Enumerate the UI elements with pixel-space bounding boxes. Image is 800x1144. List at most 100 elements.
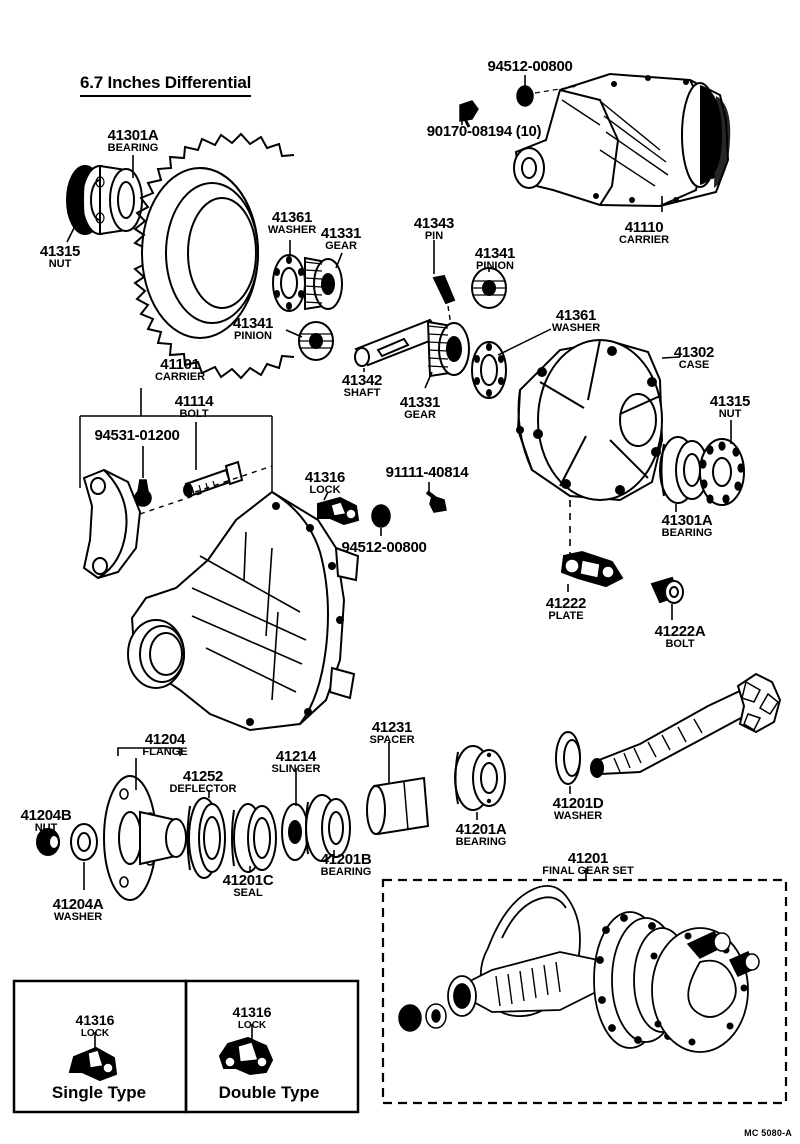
- figure-code: MC 5080-A: [744, 1128, 792, 1138]
- part-label-41341-left: 41341 PINION: [232, 315, 274, 342]
- part-name: NUT: [718, 408, 742, 420]
- part-label-41315-left: 41315 NUT: [39, 243, 81, 270]
- ring-gear-teeth-inset: [596, 914, 672, 1044]
- part-label-41201D: 41201D WASHER: [553, 796, 604, 822]
- part-name: PINION: [476, 260, 514, 272]
- side-gear-41331-bottom: [426, 320, 470, 378]
- part-name: BEARING: [455, 836, 507, 848]
- part-name: WASHER: [53, 911, 103, 923]
- part-label-41222: 41222 PLATE: [545, 595, 587, 622]
- washer-41361-right: [471, 341, 507, 399]
- part-label-41110: 41110 CARRIER: [619, 220, 669, 246]
- carrier-housing-41110: [513, 72, 731, 208]
- bearing-41201A: [454, 745, 506, 811]
- part-name: FINAL GEAR SET: [542, 865, 634, 877]
- slinger-41214: [281, 803, 309, 861]
- part-number: 41110: [624, 219, 664, 236]
- part-number: 41204: [144, 731, 186, 748]
- part-name: FLANGE: [142, 746, 188, 758]
- part-label-94512-00800-mid: 94512-00800: [341, 540, 426, 555]
- part-label-41114: 41114 BOLT: [175, 394, 214, 420]
- nut-41204B: [36, 828, 60, 856]
- lock-41316-main: [317, 496, 360, 526]
- part-name: BOLT: [665, 638, 695, 650]
- part-label-94512-00800-top: 94512-00800: [487, 59, 572, 74]
- part-label-41302: 41302 CASE: [673, 344, 715, 371]
- pin-94531-01200: [134, 479, 152, 507]
- part-label-41301A-right: 41301A BEARING: [662, 513, 713, 539]
- part-label-41201C: 41201C SEAL: [223, 873, 274, 899]
- part-number: 41301A: [107, 127, 159, 144]
- bearing-41301A-right: [659, 436, 709, 504]
- part-number: 41341: [474, 245, 516, 262]
- part-number: 41315: [709, 393, 751, 410]
- pin-41343: [432, 274, 456, 305]
- part-name: GEAR: [404, 409, 436, 421]
- part-number: 90170-08194 (10): [426, 123, 542, 140]
- washer-41204A: [70, 823, 98, 861]
- spacer-41231: [366, 776, 430, 836]
- part-name: WASHER: [267, 224, 317, 236]
- part-label-91111-40814: 91111-40814: [386, 465, 469, 480]
- main-carrier-housing: [127, 490, 360, 732]
- inset-double-type-border: [184, 979, 360, 1114]
- part-name: BOLT: [179, 408, 209, 420]
- part-label-94531-01200: 94531-01200: [94, 428, 179, 443]
- part-name: LOCK: [80, 1028, 110, 1039]
- seal-41201C: [231, 803, 277, 873]
- part-name: WASHER: [553, 810, 603, 822]
- part-number: 41315: [39, 243, 81, 260]
- part-label-41315-right: 41315 NUT: [709, 393, 751, 420]
- part-label-41331-bottom: 41331 GEAR: [399, 394, 441, 421]
- part-number: 41331: [399, 394, 441, 411]
- part-label-41201B: 41201B BEARING: [321, 852, 372, 878]
- part-name: NUT: [34, 822, 58, 834]
- bolt-41222A: [650, 576, 684, 604]
- part-label-41204A: 41204A WASHER: [53, 897, 104, 923]
- bolt-90170-08194: [459, 100, 479, 128]
- part-number: 41114: [174, 393, 214, 410]
- part-label-41316-main: 41316 LOCK: [305, 470, 346, 496]
- part-number: 41222: [545, 595, 587, 612]
- part-number: 41302: [673, 344, 715, 361]
- differential-case-41302: [516, 339, 664, 502]
- part-number: 91111-40814: [385, 464, 469, 481]
- part-name: WASHER: [551, 322, 601, 334]
- part-label-41361-right: 41361 WASHER: [552, 308, 600, 334]
- part-label-41343: 41343 PIN: [414, 216, 455, 242]
- pinion-41341-left: [298, 321, 334, 361]
- inset-single-label: 41316 LOCK: [76, 1012, 115, 1039]
- side-gear-41331-top: [304, 256, 343, 311]
- part-number: 41201D: [552, 795, 604, 812]
- part-number: 41201C: [222, 872, 274, 889]
- ring-gear: [141, 167, 259, 339]
- bolt-94512-00800-top: [516, 85, 534, 107]
- washer-41361-top: [272, 254, 306, 312]
- ring-gear-teeth: [133, 132, 295, 380]
- bolt-91111-40814: [425, 490, 447, 513]
- part-name: SEAL: [233, 887, 263, 899]
- part-name: SPACER: [369, 734, 415, 746]
- part-label-41342: 41342 SHAFT: [342, 373, 383, 399]
- inset-small-parts: [398, 931, 760, 1032]
- part-name: BEARING: [320, 866, 372, 878]
- part-number: 41316: [75, 1012, 115, 1028]
- part-number: 41222A: [654, 623, 706, 640]
- bolt-41114: [183, 460, 244, 498]
- washer-41201D: [555, 731, 581, 785]
- part-name: CARRIER: [154, 371, 206, 383]
- part-label-41204: 41204 FLANGE: [142, 732, 187, 758]
- bolt-94512-00800-mid: [371, 504, 391, 528]
- lock-single-type-art: [68, 1046, 118, 1082]
- part-label-41201A: 41201A BEARING: [456, 822, 507, 848]
- part-label-41301A-top: 41301A BEARING: [108, 128, 159, 154]
- part-number: 41204B: [20, 807, 72, 824]
- page-title: 6.7 Inches Differential: [80, 73, 251, 97]
- part-number: 41341: [232, 315, 274, 332]
- part-name: LOCK: [309, 484, 341, 496]
- part-number: 94512-00800: [341, 539, 427, 556]
- part-label-90170-08194: 90170-08194 (10): [426, 123, 542, 140]
- part-label-41361-top: 41361 WASHER: [268, 210, 316, 236]
- inset-double-label: 41316 LOCK: [233, 1004, 272, 1031]
